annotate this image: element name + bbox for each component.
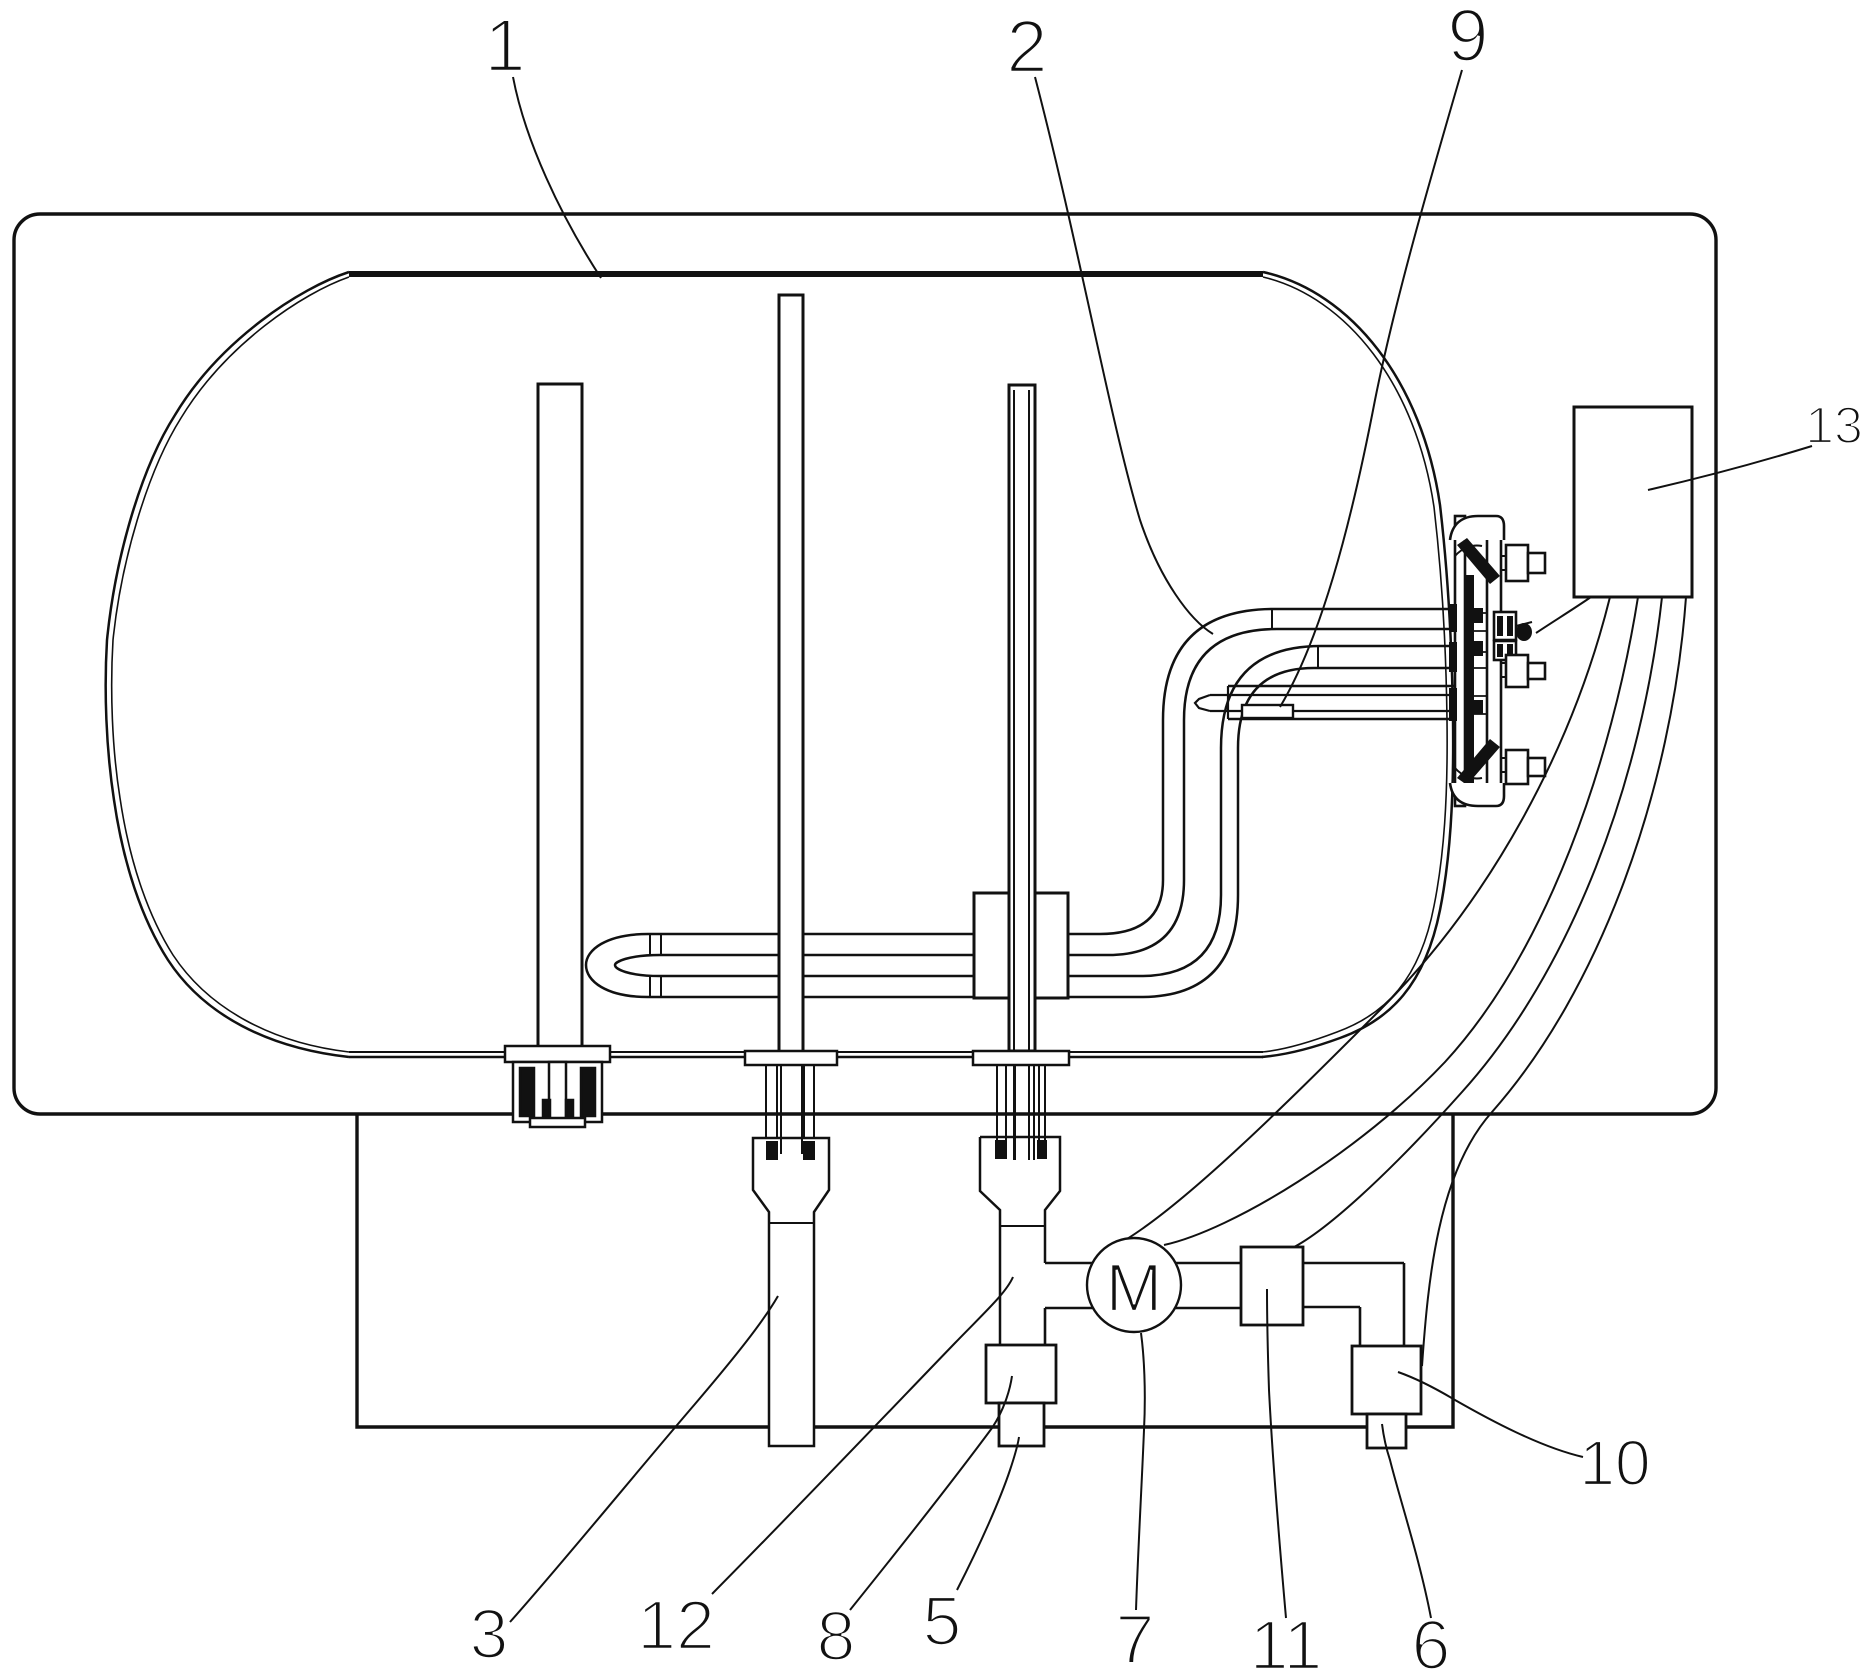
- svg-text:1: 1: [484, 4, 525, 87]
- svg-text:13: 13: [1805, 397, 1863, 455]
- svg-text:6: 6: [1412, 1606, 1451, 1672]
- svg-text:2: 2: [1006, 5, 1047, 88]
- svg-text:11: 11: [1250, 1606, 1323, 1672]
- svg-text:3: 3: [470, 1595, 509, 1672]
- svg-text:8: 8: [817, 1597, 856, 1672]
- svg-text:5: 5: [923, 1582, 962, 1660]
- svg-text:12: 12: [637, 1586, 715, 1664]
- svg-text:7: 7: [1116, 1600, 1155, 1672]
- svg-text:10: 10: [1579, 1427, 1650, 1499]
- svg-text:M: M: [1106, 1250, 1163, 1326]
- svg-text:9: 9: [1447, 0, 1488, 77]
